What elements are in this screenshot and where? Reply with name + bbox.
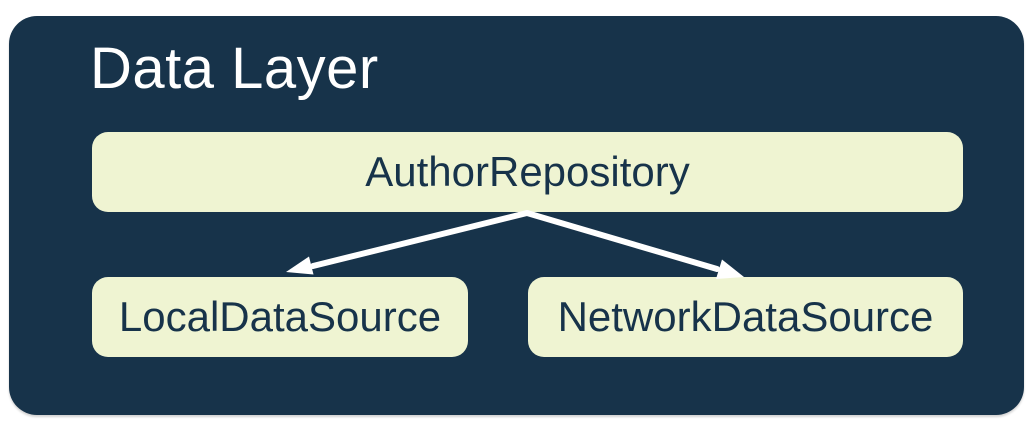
node-network-data-source: NetworkDataSource (528, 277, 963, 357)
node-local-data-source-label: LocalDataSource (118, 293, 442, 340)
node-author-repository: AuthorRepository (92, 132, 963, 212)
node-author-repository-label: AuthorRepository (365, 148, 690, 195)
node-local-data-source: LocalDataSource (92, 277, 468, 357)
node-network-data-source-label: NetworkDataSource (557, 293, 934, 340)
diagram-title: Data Layer (90, 36, 379, 101)
